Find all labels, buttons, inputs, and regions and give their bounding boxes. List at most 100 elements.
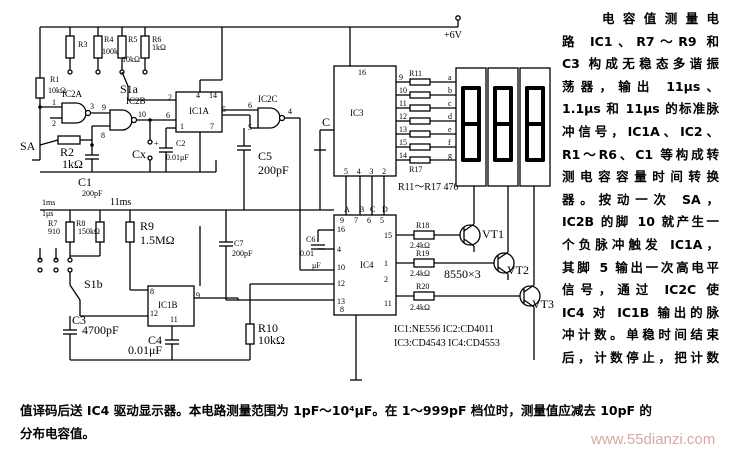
s1a-label: S1a <box>120 82 139 96</box>
c3-label: C3 <box>72 313 86 327</box>
segment-letter: d <box>448 112 452 121</box>
svg-text:7: 7 <box>210 122 214 131</box>
svg-text:14: 14 <box>209 91 217 100</box>
svg-text:D: D <box>382 205 388 214</box>
r4-resistor <box>93 35 103 59</box>
ic1b-label: IC1B <box>158 300 178 310</box>
ic3-pin-number: 13 <box>399 125 407 134</box>
description-line: 分布电容值。 <box>20 425 96 441</box>
r6-resistor <box>140 35 150 59</box>
segment-resistor <box>409 91 431 99</box>
legend-line-2: IC3:CD4543 IC4:CD4553 <box>394 338 500 349</box>
cx-label: Cx <box>132 147 146 161</box>
c7-value: 200pF <box>232 249 253 258</box>
description-line: 1.1μs 和 11μs 的标准脉 <box>562 101 719 117</box>
svg-text:2: 2 <box>168 93 172 102</box>
svg-text:12: 12 <box>337 279 345 288</box>
seven-segment-displays <box>455 67 551 187</box>
svg-text:4: 4 <box>337 245 341 254</box>
svg-text:12: 12 <box>150 309 158 318</box>
description-line: 路 IC1、R7～R9 和 <box>562 33 719 49</box>
r1-value: 10kΩ <box>48 86 66 95</box>
ic3-pin-number: 10 <box>399 86 407 95</box>
svg-text:7: 7 <box>354 216 358 225</box>
r11-label: R11 <box>409 69 422 78</box>
svg-text:9: 9 <box>102 103 106 112</box>
svg-text:13: 13 <box>337 297 345 306</box>
ic2c-gate <box>257 107 281 129</box>
ic3-pin-number: 11 <box>399 99 407 108</box>
r4-value: 100kΩ <box>102 47 124 56</box>
display-digit <box>455 67 487 187</box>
description-line: 个负脉冲触发 IC1A， <box>562 236 719 252</box>
c1-value: 200pF <box>82 189 103 198</box>
r9-resistor <box>125 221 135 243</box>
timing-1us: 1μs <box>42 209 53 218</box>
r2-resistor <box>57 135 81 145</box>
legend-line-1: IC1:NE556 IC2:CD4011 <box>394 324 494 335</box>
r8-label: R8 <box>76 219 85 228</box>
vt3-label: VT3 <box>532 297 554 311</box>
timing-1ms-a: 1ms <box>42 198 55 207</box>
r7-resistor <box>65 221 75 243</box>
c-label: C <box>322 115 330 129</box>
svg-text:15: 15 <box>384 231 392 240</box>
ic3-pin-number: 12 <box>399 112 407 121</box>
sa-label: SA <box>20 139 36 153</box>
vcc-label: +6V <box>444 30 463 41</box>
r5-value: 10kΩ <box>122 55 140 64</box>
r18-label: R18 <box>416 221 429 230</box>
segment-letter: g <box>448 151 452 160</box>
description-line: IC4 对 IC1B 输出的脉 <box>562 304 719 320</box>
description-line: 冲计数。单稳时间结束 <box>562 327 719 343</box>
display-digit <box>519 67 551 187</box>
c5-value: 200pF <box>258 163 289 177</box>
ic2a-label: IC2A <box>62 89 83 99</box>
ic1a-block <box>175 91 223 133</box>
segment-resistor <box>409 143 431 151</box>
r7-label: R7 <box>48 219 57 228</box>
svg-text:8: 8 <box>150 287 154 296</box>
svg-text:1: 1 <box>52 98 56 107</box>
description-line: 器。按动一次 SA， <box>562 191 719 207</box>
r5-label: R5 <box>128 35 137 44</box>
c4-label: C4 <box>148 333 162 347</box>
r19-resistor <box>413 258 435 268</box>
description-line: 后，计数停止，把计数 <box>562 349 719 365</box>
r20-value: 2.4kΩ <box>410 303 430 312</box>
ic3-pin-number: 9 <box>399 73 403 82</box>
vt1-label: VT1 <box>482 227 504 241</box>
svg-text:10: 10 <box>337 263 345 272</box>
r7-value: 910 <box>48 227 60 236</box>
svg-text:6: 6 <box>166 111 170 120</box>
svg-text:B: B <box>359 205 364 214</box>
description-line: 冲信号，IC1A、IC2、 <box>562 123 719 139</box>
c4-value: 0.01μF <box>128 343 162 357</box>
r18-value: 2.4kΩ <box>410 241 430 250</box>
svg-text:11: 11 <box>170 315 178 324</box>
segment-resistor <box>409 104 431 112</box>
r3-label: R3 <box>78 40 87 49</box>
segment-resistor <box>409 78 431 86</box>
ic4-block <box>333 214 397 316</box>
r4-label: R4 <box>104 35 113 44</box>
r11-17-label: R11～R17 470 <box>398 182 458 193</box>
segment-resistor <box>409 130 431 138</box>
description-line: 值译码后送 IC4 驱动显示器。本电路测量范围为 1pF～10⁴μF。在 1～9… <box>20 403 652 418</box>
c6-label: C6 <box>306 235 315 244</box>
description-line: 信号，通过 IC2C 使 <box>562 282 719 298</box>
svg-text:5: 5 <box>380 216 384 225</box>
r6-value: 1kΩ <box>152 43 166 52</box>
c3-value: 4700pF <box>82 323 119 337</box>
r6-label: R6 <box>152 35 161 44</box>
ic3-label: IC3 <box>350 108 364 118</box>
svg-text:6: 6 <box>367 216 371 225</box>
svg-text:4: 4 <box>288 107 292 116</box>
r9-label: R9 <box>140 219 154 233</box>
transistor-type: 8550×3 <box>444 267 481 281</box>
r10-resistor <box>245 323 255 345</box>
ic3-pin-number: 14 <box>399 151 407 160</box>
svg-text:8: 8 <box>101 131 105 140</box>
